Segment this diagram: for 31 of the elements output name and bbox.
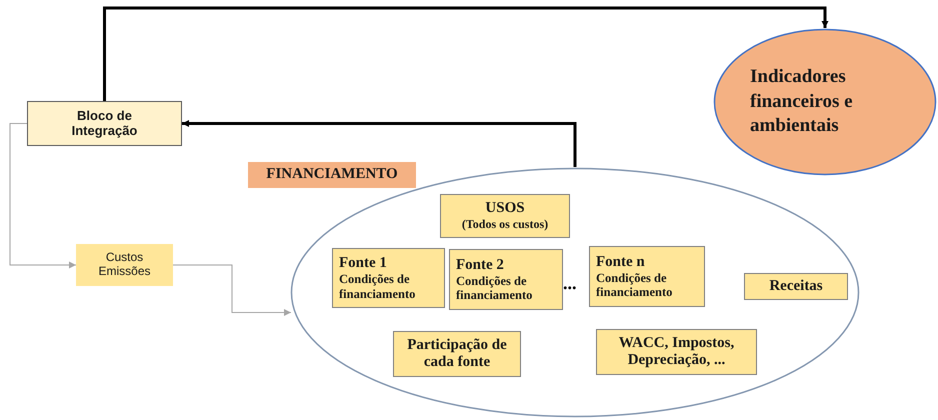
arrow [172, 264, 292, 316]
process-box [440, 194, 570, 238]
node-title: Fonte n [596, 254, 645, 271]
output-ellipse [713, 28, 937, 176]
process-box [449, 249, 563, 310]
node-subtitle: (Todos os custos) [462, 218, 548, 232]
process-box [393, 331, 521, 377]
node-title: Indicadores financeiros e ambientais [750, 64, 854, 138]
node-subtitle: Condições de financiamento [596, 270, 674, 300]
arrow [103, 6, 828, 101]
node-title: Fonte 2 [456, 256, 504, 274]
node-subtitle: Condições de financiamento [339, 272, 416, 301]
process-box [76, 244, 173, 286]
section-title-box [248, 162, 416, 188]
node-title: WACC, Impostos, Depreciação, ... [618, 334, 736, 370]
process-box [27, 101, 182, 146]
node-title: Fonte 1 [339, 255, 387, 272]
node-title: Participação de cada fonte [406, 336, 508, 372]
process-box [589, 246, 705, 307]
arrow [10, 123, 76, 268]
arrow [182, 120, 576, 167]
process-box [744, 273, 848, 300]
process-box [596, 329, 757, 375]
ellipsis-text: ... [563, 273, 576, 294]
node-title: Receitas [769, 278, 823, 296]
node-title: FINANCIAMENTO [266, 166, 398, 184]
node-subtitle: Condições de financiamento [456, 274, 534, 302]
node-title: USOS [485, 200, 525, 218]
node-title: Custos Emissões [97, 251, 152, 279]
node-title: Bloco de Integração [70, 108, 138, 138]
process-box [332, 248, 445, 308]
